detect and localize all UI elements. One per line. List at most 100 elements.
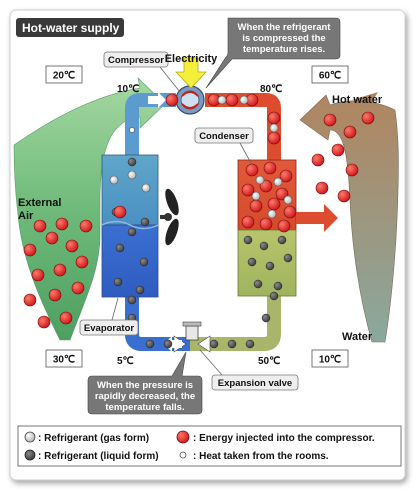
flow-arrow-icon xyxy=(148,92,166,108)
energy-particle xyxy=(79,219,93,233)
expansion-valve-label: Expansion valve xyxy=(218,378,292,389)
gas-particle xyxy=(141,183,151,193)
temp-box-air-in: 20℃ xyxy=(45,65,83,84)
electricity-arrow-icon xyxy=(175,57,207,89)
gas-particle xyxy=(127,170,137,180)
energy-particle xyxy=(267,111,281,125)
diagram-title: Hot-water supply xyxy=(22,21,120,35)
legend-energy-icon xyxy=(176,430,190,444)
water-flow xyxy=(299,94,399,343)
evaporator-lower xyxy=(101,224,159,298)
compressor xyxy=(175,85,205,115)
liquid-particle xyxy=(247,257,257,267)
gas-particle xyxy=(273,177,283,187)
energy-particle xyxy=(75,255,89,269)
callout-compressed: When the refrigerant is compressed the t… xyxy=(205,17,341,89)
gas-particle xyxy=(255,175,265,185)
compressor-label: Compressor xyxy=(108,55,164,66)
svg-text:20℃: 20℃ xyxy=(53,71,75,82)
liquid-particle xyxy=(277,235,287,245)
legend-heat: : Heat taken from the rooms. xyxy=(193,451,329,462)
energy-particle xyxy=(259,217,273,231)
liquid-particle xyxy=(127,227,137,237)
energy-particle xyxy=(48,288,62,302)
energy-particle xyxy=(345,163,359,177)
legend-gas: : Refrigerant (gas form) xyxy=(38,433,149,444)
svg-text:60℃: 60℃ xyxy=(319,71,341,82)
liquid-particle xyxy=(127,157,137,167)
compressor-label-tag: Compressor xyxy=(103,51,169,68)
evaporator-label-tag: Evaporator xyxy=(79,319,139,336)
liquid-particle xyxy=(113,277,123,287)
external-air-flow xyxy=(13,77,166,341)
legend-energy: : Energy injected into the compressor. xyxy=(193,433,375,444)
liquid-particle xyxy=(140,217,150,227)
energy-particle xyxy=(311,153,325,167)
liquid-particle xyxy=(259,241,269,251)
energy-particle xyxy=(225,93,239,107)
liquid-particle xyxy=(269,291,279,301)
water-label: Water xyxy=(342,331,373,343)
energy-particle xyxy=(71,281,85,295)
energy-particle xyxy=(55,217,69,231)
temp-box-air-out: 30℃ xyxy=(45,349,83,368)
liquid-particle xyxy=(209,339,219,349)
liquid-particle xyxy=(127,295,137,305)
energy-particle xyxy=(279,169,293,183)
energy-particle xyxy=(249,199,263,213)
temp-valve-out: 5℃ xyxy=(117,356,134,367)
svg-text:10℃: 10℃ xyxy=(319,355,341,366)
gas-particle xyxy=(217,95,227,105)
energy-particle xyxy=(343,125,357,139)
heat-particle xyxy=(129,127,135,133)
energy-particle xyxy=(23,243,37,257)
gas-particle xyxy=(269,123,279,133)
legend-liquid-icon xyxy=(24,449,36,461)
liquid-particle xyxy=(145,339,155,349)
expansion-valve-label-tag: Expansion valve xyxy=(211,374,299,391)
hot-water-label: Hot water xyxy=(332,94,383,106)
legend-gas-icon xyxy=(24,431,36,443)
energy-particle xyxy=(65,239,79,253)
condenser-label-tag: Condenser xyxy=(194,127,254,144)
energy-particle xyxy=(361,111,375,125)
svg-text:temperature rises.: temperature rises. xyxy=(243,44,325,55)
energy-particle xyxy=(165,93,179,107)
liquid-particle xyxy=(283,253,293,263)
legend-heat-icon xyxy=(179,451,187,459)
pipe-to-compressor xyxy=(125,93,176,190)
legend-liquid: : Refrigerant (liquid form) xyxy=(38,451,159,462)
liquid-particle xyxy=(139,257,149,267)
energy-particle xyxy=(263,161,277,175)
liquid-particle xyxy=(243,235,253,245)
liquid-particle xyxy=(115,243,125,253)
energy-particle xyxy=(315,181,329,195)
svg-text:When the pressure is: When the pressure is xyxy=(97,380,193,391)
energy-particle xyxy=(59,311,73,325)
external-air-label-line2: Air xyxy=(18,210,34,222)
energy-particle xyxy=(277,219,291,233)
temp-compressor-out: 80℃ xyxy=(260,84,282,95)
svg-text:rapidly decreased, the: rapidly decreased, the xyxy=(95,391,195,402)
energy-particle xyxy=(245,163,259,177)
condenser-label: Condenser xyxy=(199,131,249,142)
energy-particle xyxy=(23,293,37,307)
liquid-particle xyxy=(227,339,237,349)
temp-valve-in: 50℃ xyxy=(258,356,280,367)
gas-particle xyxy=(267,209,277,219)
pipe-from-compressor xyxy=(205,93,281,160)
legend: : Refrigerant (gas form) : Refrigerant (… xyxy=(17,425,402,467)
title-bar xyxy=(16,18,124,37)
energy-particle xyxy=(267,131,281,145)
energy-particle xyxy=(337,189,351,203)
energy-particle xyxy=(113,205,127,219)
temp-box-water-out: 60℃ xyxy=(311,65,349,84)
energy-particle xyxy=(283,205,297,219)
callout-pressure: When the pressure is rapidly decreased, … xyxy=(87,351,203,415)
fan-icon xyxy=(160,188,179,246)
svg-text:When the refrigerant: When the refrigerant xyxy=(238,22,332,33)
liquid-particle xyxy=(265,261,275,271)
liquid-particle xyxy=(253,279,263,289)
heat-transfer-arrow xyxy=(296,204,338,232)
